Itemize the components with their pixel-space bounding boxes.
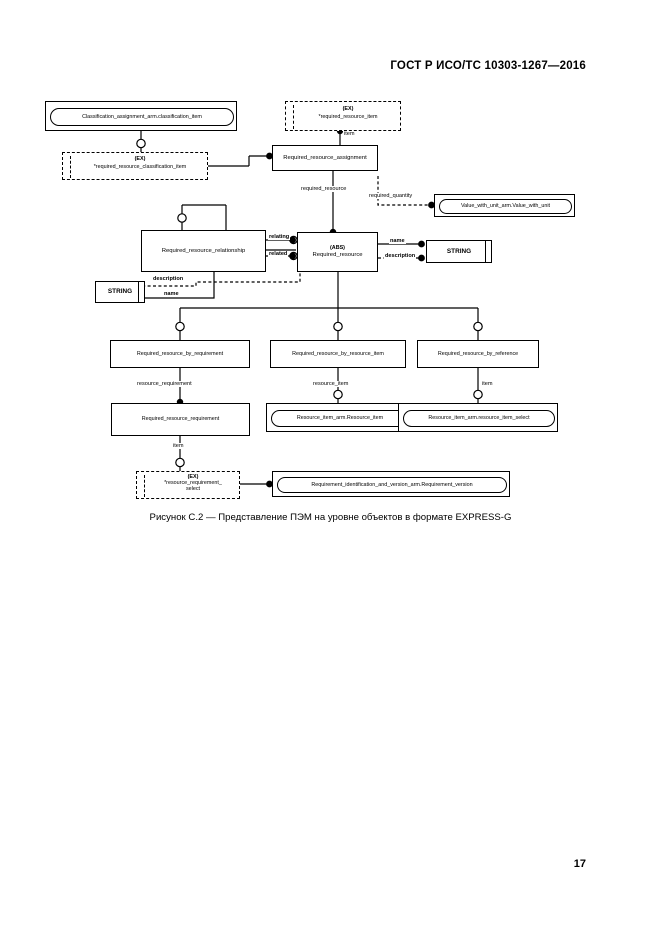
edge-label-item-right: item [481,381,494,387]
page-header: ГОСТ Р ИСО/ТС 10303-1267—2016 [390,60,586,72]
ex-tag: (EX) [187,474,199,480]
node-string-left[interactable]: STRING [95,281,145,303]
node-resource-item-arm-resource-item-select[interactable]: Resource_item_arm.resource_item_select [398,403,558,432]
abs-label: Required_resource [312,252,363,259]
edge-label-description-right: description [384,253,417,259]
ex-tag: (EX) [134,156,146,162]
node-required-resource-by-reference[interactable]: Required_resource_by_reference [417,340,539,368]
node-string-right[interactable]: STRING [426,240,492,263]
express-g-figure: Classification_assignment_arm.classifica… [45,101,575,523]
ex-label: *required_resource_classification_item [93,164,187,171]
ex-inner-bar [144,475,145,497]
node-value-with-unit-pill: Value_with_unit_arm.Value_with_unit [439,199,572,214]
edge-label-related: related [268,251,289,257]
defined-type-bar [485,241,486,262]
edge-label-description-left: description [152,276,185,282]
node-resource-item-pill: Resource_item_arm.Resource_item [271,410,409,427]
node-required-resource-assignment[interactable]: Required_resource_assignment [272,145,378,171]
node-required-resource-requirement[interactable]: Required_resource_requirement [111,403,250,436]
ex-tag: (EX) [342,106,354,112]
page-number: 17 [573,858,586,870]
ex-label: *required_resource_item [318,114,378,121]
edge-label-item-top: item [343,131,356,137]
edge-label-item-bottom: item [172,443,185,449]
edge-label-name-right: name [389,238,406,244]
node-requirement-version-pill: Requirement_identification_and_version_a… [277,477,507,493]
ex-inner-bar [293,105,294,129]
edge-label-name-left: name [163,291,180,297]
edge-label-resource-item: resource_item [312,381,350,387]
node-required-resource-item-ex[interactable]: (EX) *required_resource_item [285,101,401,131]
node-value-with-unit[interactable]: Value_with_unit_arm.Value_with_unit [434,194,575,217]
ex-label-line1: *resource_requirement_ [164,480,222,487]
defined-type-bar [138,282,139,302]
node-resource-item-arm-resource-item[interactable]: Resource_item_arm.Resource_item [266,403,412,432]
abs-tag: (ABS) [330,245,345,252]
edge-label-resource-requirement: resource_requirement [136,381,193,387]
edge-label-required-resource: required_resource [300,186,348,192]
diagram-connectors [130,127,483,488]
node-required-resource-relationship[interactable]: Required_resource_relationship [141,230,266,272]
node-resource-requirement-select-ex[interactable]: (EX) *resource_requirement_ select [136,471,240,499]
node-required-resource-by-requirement[interactable]: Required_resource_by_requirement [110,340,250,368]
edge-label-required-quantity: required_quantity [368,193,414,199]
node-classification-assignment-pill: Classification_assignment_arm.classifica… [50,108,234,126]
node-requirement-version[interactable]: Requirement_identification_and_version_a… [272,471,510,497]
ex-label-line2: select [185,486,201,493]
node-classification-assignment[interactable]: Classification_assignment_arm.classifica… [45,101,237,131]
figure-caption: Рисунок С.2 — Представление ПЭМ на уровн… [149,512,512,523]
node-required-resource-by-resource-item[interactable]: Required_resource_by_resource_item [270,340,406,368]
ex-inner-bar [70,156,71,178]
node-resource-item-select-pill: Resource_item_arm.resource_item_select [403,410,555,427]
node-required-resource[interactable]: (ABS) Required_resource [297,232,378,272]
node-required-resource-classification-item[interactable]: (EX) *required_resource_classification_i… [62,152,208,180]
edge-label-relating: relating [268,234,291,240]
